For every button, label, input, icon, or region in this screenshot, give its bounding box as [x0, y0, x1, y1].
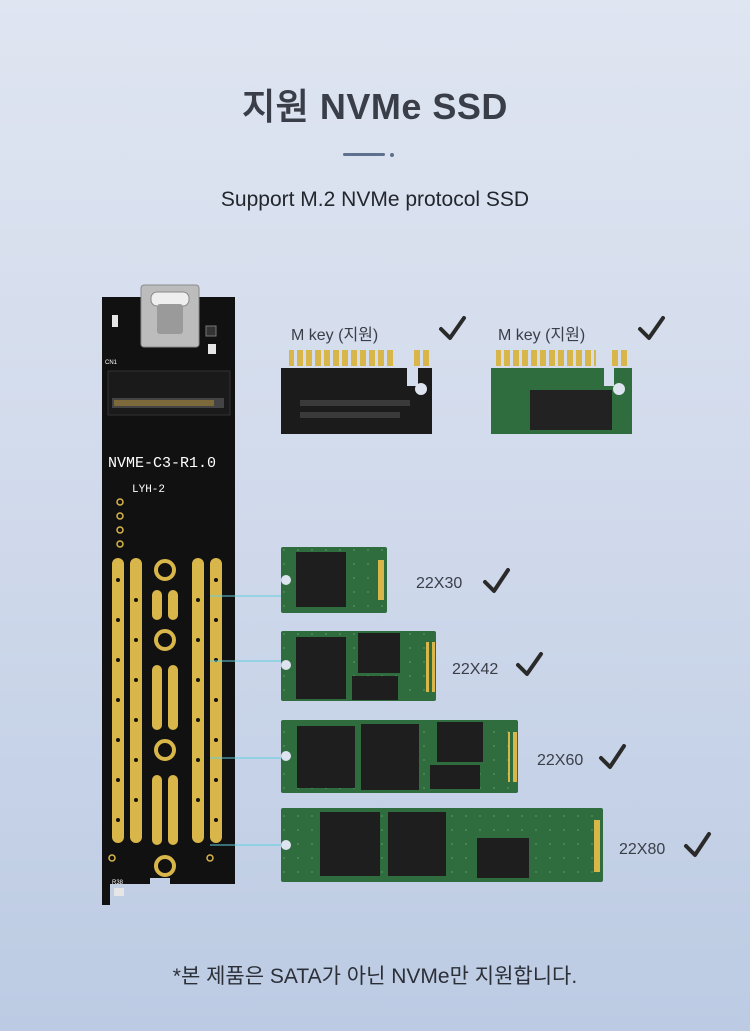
usb-c-port-icon: [140, 284, 200, 348]
size-label: 22X30: [416, 575, 463, 592]
size-label: 22X80: [619, 841, 666, 858]
board-port-label: CN1: [105, 360, 118, 366]
adapter-board: [102, 284, 235, 905]
check-icon: [516, 652, 543, 676]
footnote: *본 제품은 SATA가 아닌 NVMe만 지원합니다.: [172, 965, 578, 988]
check-icon: [439, 316, 466, 340]
title-divider-dot: [390, 153, 394, 157]
board-model-label: NVME-C3-R1.0: [108, 455, 216, 472]
size-label: 22X42: [452, 661, 499, 678]
key-label: M key (지원): [291, 327, 379, 344]
page-title: 지원 NVMe SSD: [242, 86, 508, 127]
size-label: 22X60: [537, 752, 584, 769]
key-label: M key (지원): [498, 327, 586, 344]
check-icon: [483, 568, 510, 593]
m-key-ssd-green: [491, 350, 632, 434]
ssd-22x60: [281, 720, 518, 793]
m-key-ssd-black: [281, 350, 432, 434]
ssd-22x30: [281, 547, 387, 613]
check-icon: [684, 832, 711, 857]
board-version-label: LYH-2: [132, 484, 165, 496]
board-resistor-label: R38: [112, 880, 124, 886]
page-subtitle: Support M.2 NVMe protocol SSD: [220, 188, 530, 211]
title-divider: [343, 153, 385, 156]
check-icon: [638, 316, 665, 340]
check-icon: [599, 744, 626, 769]
ssd-22x80: [281, 808, 603, 882]
ssd-22x42: [281, 631, 436, 701]
